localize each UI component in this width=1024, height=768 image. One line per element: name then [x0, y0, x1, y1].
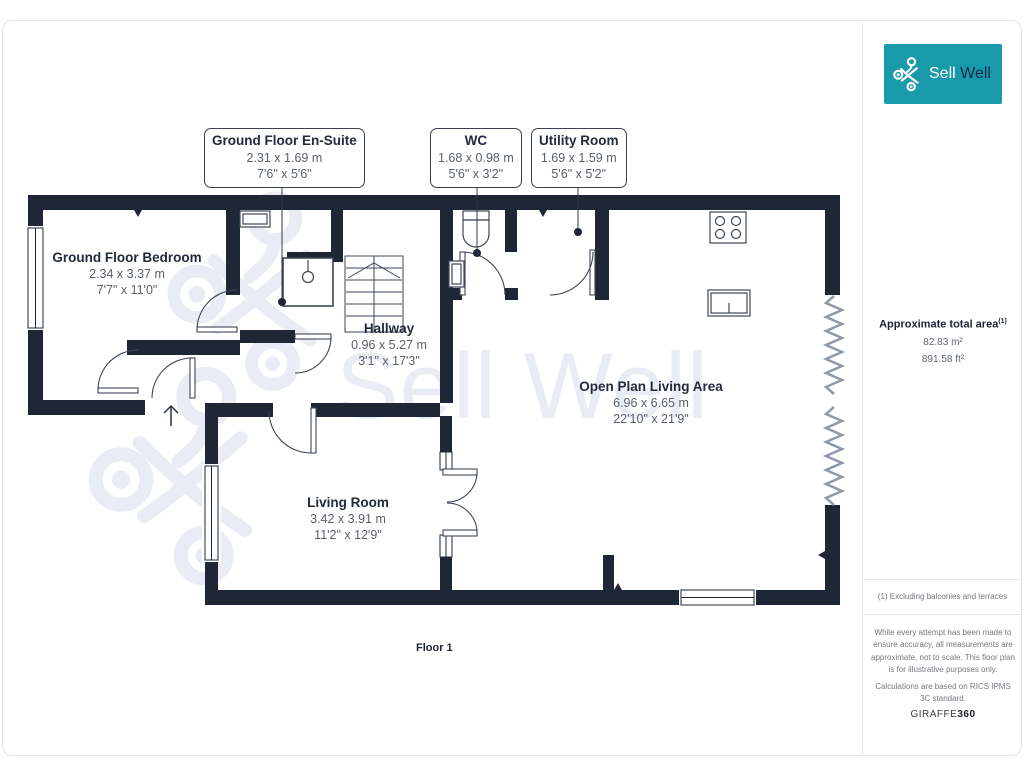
room-size-metric: 0.96 x 5.27 m [351, 338, 427, 352]
brand-logo-text: Sell Well [929, 65, 991, 83]
room-name: Ground Floor Bedroom [52, 250, 202, 265]
room-size-metric: 1.68 x 0.98 m [438, 151, 514, 165]
disclaimer: While every attempt has been made to ens… [871, 628, 1015, 675]
floor-label: Floor 1 [416, 642, 453, 654]
room-label-hallway: Hallway 0.96 x 5.27 m 3'1" x 17'3" [309, 320, 469, 369]
room-name: Utility Room [539, 133, 619, 148]
room-name: Open Plan Living Area [579, 379, 723, 394]
room-size-imperial: 5'6" x 5'2" [551, 167, 607, 181]
room-size-imperial: 22'10" x 21'9" [613, 412, 689, 426]
room-size-metric: 2.31 x 1.69 m [246, 151, 323, 165]
brand-logo-well: Well [960, 65, 991, 82]
room-label-living: Living Room 3.42 x 3.91 m 11'2" x 12'9" [258, 494, 438, 543]
room-size-imperial: 3'1" x 17'3" [358, 354, 420, 368]
brand-logo: Sell Well [884, 44, 1002, 104]
sidebar-divider [862, 21, 863, 754]
room-size-metric: 1.69 x 1.59 m [540, 151, 617, 165]
provider-name: GIRAFFE [910, 709, 958, 720]
area-imperial: 891.58 ft² [921, 353, 965, 365]
area-summary: Approximate total area(1) 82.83 m² 891.5… [866, 318, 1020, 365]
room-name: Living Room [307, 495, 389, 510]
provider-suffix: 360 [957, 709, 976, 720]
room-label-bedroom: Ground Floor Bedroom 2.34 x 3.37 m 7'7" … [27, 249, 227, 298]
room-size-metric: 3.42 x 3.91 m [310, 512, 386, 526]
footnote: (1) Excluding balconies and terraces [863, 579, 1022, 616]
area-title-text: Approximate total area [879, 318, 999, 331]
room-name: Hallway [363, 321, 415, 336]
brand-swirl-icon [893, 57, 919, 92]
brand-logo-sell: Sell [929, 65, 956, 82]
room-label-openplan: Open Plan Living Area 6.96 x 6.65 m 22'1… [541, 378, 761, 427]
room-name: Ground Floor En-Suite [212, 133, 357, 148]
room-name: WC [464, 133, 488, 148]
room-size-metric: 2.34 x 3.37 m [89, 267, 165, 281]
room-size-imperial: 11'2" x 12'9" [314, 528, 382, 542]
footnote-text: (1) Excluding balconies and terraces [877, 592, 1008, 601]
area-title: Approximate total area(1) [866, 318, 1020, 331]
area-metric: 82.83 m² [923, 336, 963, 348]
provider-brand: GIRAFFE360 [866, 709, 1020, 720]
room-size-imperial: 5'6" x 3'2" [448, 167, 504, 181]
standards-note: Calculations are based on RICS IPMS 3C s… [875, 682, 1011, 704]
room-size-metric: 6.96 x 6.65 m [613, 396, 689, 410]
room-size-imperial: 7'7" x 11'0" [96, 283, 158, 297]
room-callout-wc: WC 1.68 x 0.98 m 5'6" x 3'2" [430, 128, 522, 188]
room-callout-ensuite: Ground Floor En-Suite 2.31 x 1.69 m 7'6"… [204, 128, 365, 188]
room-callout-utility: Utility Room 1.69 x 1.59 m 5'6" x 5'2" [531, 128, 627, 188]
area-title-superscript: (1) [998, 318, 1007, 325]
room-size-imperial: 7'6" x 5'6" [257, 167, 312, 181]
